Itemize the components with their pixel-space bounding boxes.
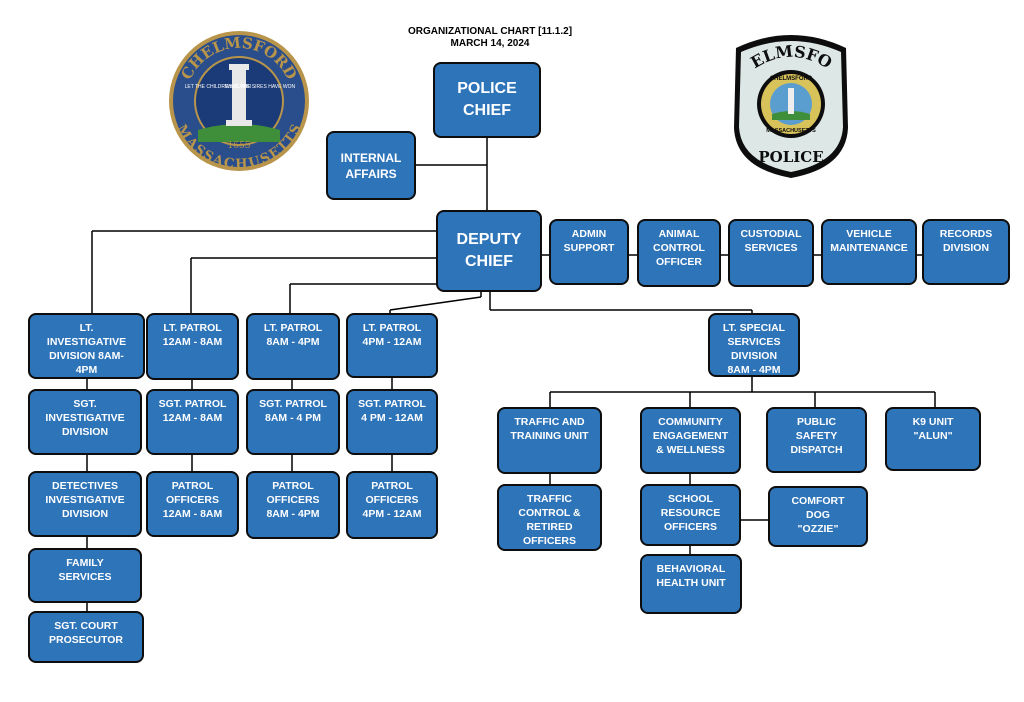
deputy-chief-box[interactable]: DEPUTY CHIEF [436,210,542,292]
badge-inner-bottom: MASSACHUSETTS [766,128,816,134]
town-seal-icon: CHELMSFORD MASSACHUSETTS 1655 LET THE CH… [169,31,309,172]
sgt-patrol-8am-4pm-box[interactable]: SGT. PATROL 8AM - 4 PM [246,389,340,455]
internal-affairs-box[interactable]: INTERNAL AFFAIRS [326,131,416,200]
patrol-officers-12am-8am-box[interactable]: PATROL OFFICERS 12AM - 8AM [146,471,239,537]
lt-investigative-division-box[interactable]: LT. INVESTIGATIVE DIVISION 8AM- 4PM [28,313,145,379]
police-chief-box[interactable]: POLICE CHIEF [433,62,541,138]
chart-date: MARCH 14, 2024 [450,38,530,49]
family-services-box[interactable]: FAMILY SERVICES [28,548,142,603]
detectives-investigative-box[interactable]: DETECTIVES INVESTIGATIVE DIVISION [28,471,142,537]
vehicle-maintenance-box[interactable]: VEHICLE MAINTENANCE [821,219,917,285]
lt-special-services-box[interactable]: LT. SPECIAL SERVICES DIVISION 8AM - 4PM [708,313,800,377]
patrol-officers-4pm-12am-box[interactable]: PATROL OFFICERS 4PM - 12AM [346,471,438,539]
behavioral-health-unit-box[interactable]: BEHAVIORAL HEALTH UNIT [640,554,742,614]
police-patch-icon: CHELMSFORD CHELMSFORD MASSACHUSETTS POLI… [728,28,848,178]
seal-year: 1655 [228,141,251,151]
school-resource-officers-box[interactable]: SCHOOL RESOURCE OFFICERS [640,484,741,546]
sgt-court-prosecutor-box[interactable]: SGT. COURT PROSECUTOR [28,611,144,663]
records-division-box[interactable]: RECORDS DIVISION [922,219,1010,285]
custodial-services-box[interactable]: CUSTODIAL SERVICES [728,219,814,287]
sgt-patrol-4pm-12am-box[interactable]: SGT. PATROL 4 PM - 12AM [346,389,438,455]
seal-motto-right: WHAT THE SIRES HAVE WON [225,84,296,90]
lt-patrol-4pm-12am-box[interactable]: LT. PATROL 4PM - 12AM [346,313,438,378]
animal-control-officer-box[interactable]: ANIMAL CONTROL OFFICER [637,219,721,287]
community-engagement-box[interactable]: COMMUNITY ENGAGEMENT & WELLNESS [640,407,741,474]
comfort-dog-box[interactable]: COMFORT DOG "OZZIE" [768,486,868,547]
lt-patrol-12am-8am-box[interactable]: LT. PATROL 12AM - 8AM [146,313,239,380]
sgt-investigative-division-box[interactable]: SGT. INVESTIGATIVE DIVISION [28,389,142,455]
traffic-training-unit-box[interactable]: TRAFFIC AND TRAINING UNIT [497,407,602,474]
badge-inner-top: CHELMSFORD [770,76,813,82]
patrol-officers-8am-4pm-box[interactable]: PATROL OFFICERS 8AM - 4PM [246,471,340,539]
admin-support-box[interactable]: ADMIN SUPPORT [549,219,629,285]
lt-patrol-8am-4pm-box[interactable]: LT. PATROL 8AM - 4PM [246,313,340,380]
public-safety-dispatch-box[interactable]: PUBLIC SAFETY DISPATCH [766,407,867,473]
badge-bottom-text: POLICE [758,148,823,166]
sgt-patrol-12am-8am-box[interactable]: SGT. PATROL 12AM - 8AM [146,389,239,455]
seal-motto-left: LET THE CHILDREN GUARD [185,84,252,90]
traffic-control-retired-box[interactable]: TRAFFIC CONTROL & RETIRED OFFICERS [497,484,602,551]
k9-unit-box[interactable]: K9 UNIT "ALUN" [885,407,981,471]
chart-title: ORGANIZATIONAL CHART [11.1.2] [407,26,573,37]
